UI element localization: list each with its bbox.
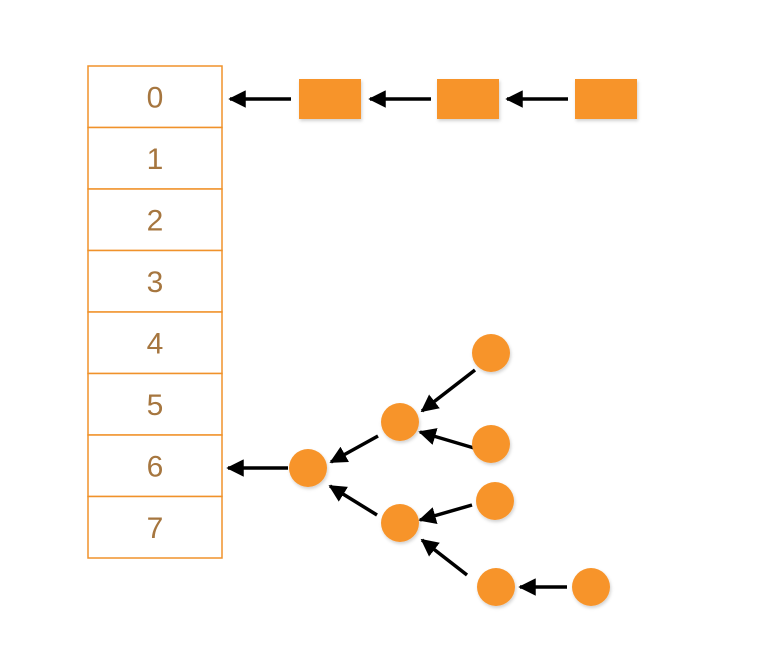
tree-node-leaf-4 [477, 568, 515, 606]
tree-node-root [289, 449, 327, 487]
bucket-label-2: 2 [147, 205, 164, 238]
tree-node-lower [381, 504, 419, 542]
bucket-cell-0: 0 [87, 65, 223, 129]
list-node-2 [437, 79, 499, 119]
bucket-label-1: 1 [147, 143, 164, 176]
bucket-cell-4: 4 [87, 311, 223, 375]
tree-node-leaf-3 [476, 482, 514, 520]
bucket-label-4: 4 [147, 328, 164, 361]
bucket-label-0: 0 [147, 82, 164, 115]
bucket-cell-7: 7 [87, 495, 223, 559]
tree-arrow-lower-to-root [328, 484, 378, 517]
tree-node-tail [572, 568, 610, 606]
tree-arrow-leaf1-to-upper [420, 368, 477, 413]
linked-list-chain [228, 79, 637, 119]
list-node-1 [299, 79, 361, 119]
bucket-label-5: 5 [147, 389, 164, 422]
bucket-label-6: 6 [147, 451, 164, 484]
bucket-cell-1: 1 [87, 126, 223, 190]
tree-arrow-leaf4-to-lower [420, 538, 469, 577]
tree-node-leaf-2 [472, 425, 510, 463]
bucket-label-7: 7 [147, 512, 164, 545]
bucket-cell-2: 2 [87, 188, 223, 252]
bucket-cell-3: 3 [87, 249, 223, 313]
tree-arrow-upper-to-root [329, 434, 379, 464]
tree-arrow-leaf3-to-lower [418, 503, 473, 525]
bucket-table: 0 1 2 3 4 5 6 7 [87, 65, 223, 559]
bucket-cell-6: 6 [87, 434, 223, 498]
tree-chain [226, 334, 610, 606]
tree-node-upper [381, 403, 419, 441]
list-node-3 [575, 79, 637, 119]
bucket-cell-5: 5 [87, 372, 223, 436]
tree-node-leaf-1 [472, 334, 510, 372]
bucket-label-3: 3 [147, 266, 164, 299]
tree-arrow-leaf2-to-upper [418, 428, 475, 450]
